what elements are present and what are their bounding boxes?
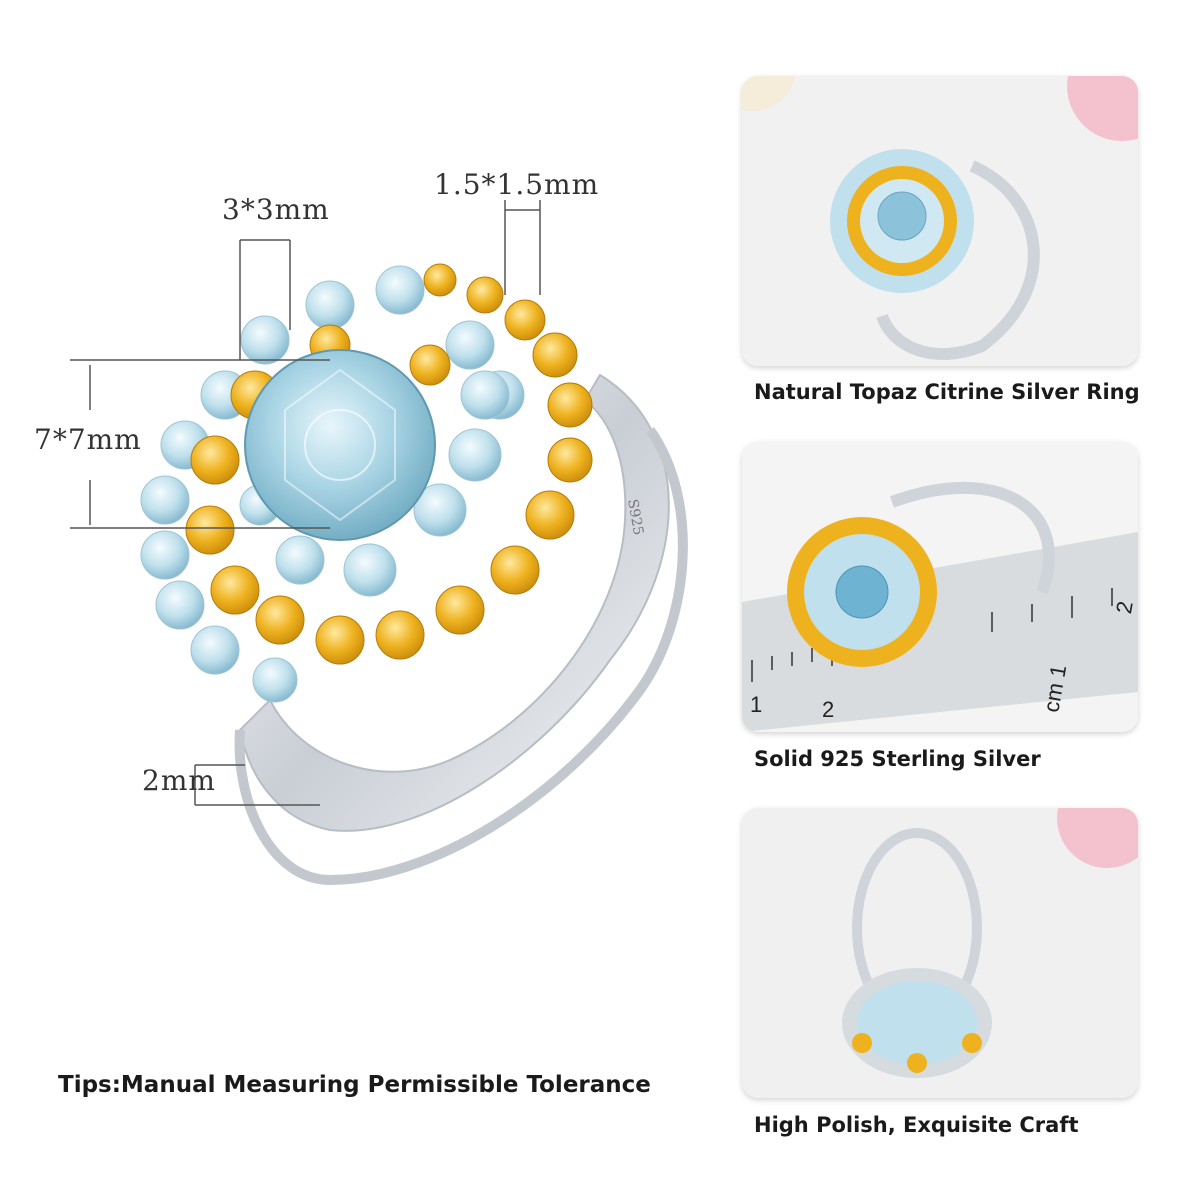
product-photo-card-ruler: 1 2 cm 1 2	[742, 442, 1138, 732]
dimension-halo-stone: 3*3mm	[222, 193, 330, 226]
ruler-label-a: 1	[750, 692, 762, 717]
caption-front: Natural Topaz Citrine Silver Ring	[754, 380, 1140, 404]
dimension-lines	[70, 200, 541, 806]
caption-craft: High Polish, Exquisite Craft	[754, 1113, 1079, 1137]
product-photo-card-side	[742, 808, 1138, 1098]
band-stamp: S925	[624, 498, 646, 537]
caption-silver: Solid 925 Sterling Silver	[754, 747, 1041, 771]
main-ring-image: S925	[70, 200, 688, 886]
ruler-label-b: 2	[822, 697, 834, 722]
center-topaz-stone	[244, 349, 436, 541]
tolerance-tip: Tips:Manual Measuring Permissible Tolera…	[58, 1072, 651, 1098]
dimension-center-stone: 7*7mm	[34, 423, 142, 456]
dimension-band-width: 2mm	[142, 764, 216, 797]
ruler-label-c: 2	[1111, 599, 1138, 615]
outer-topaz-halo	[140, 265, 525, 703]
citrine-halo	[185, 263, 593, 665]
dimension-small-stone: 1.5*1.5mm	[434, 168, 600, 201]
product-photo-card-front	[742, 76, 1138, 366]
